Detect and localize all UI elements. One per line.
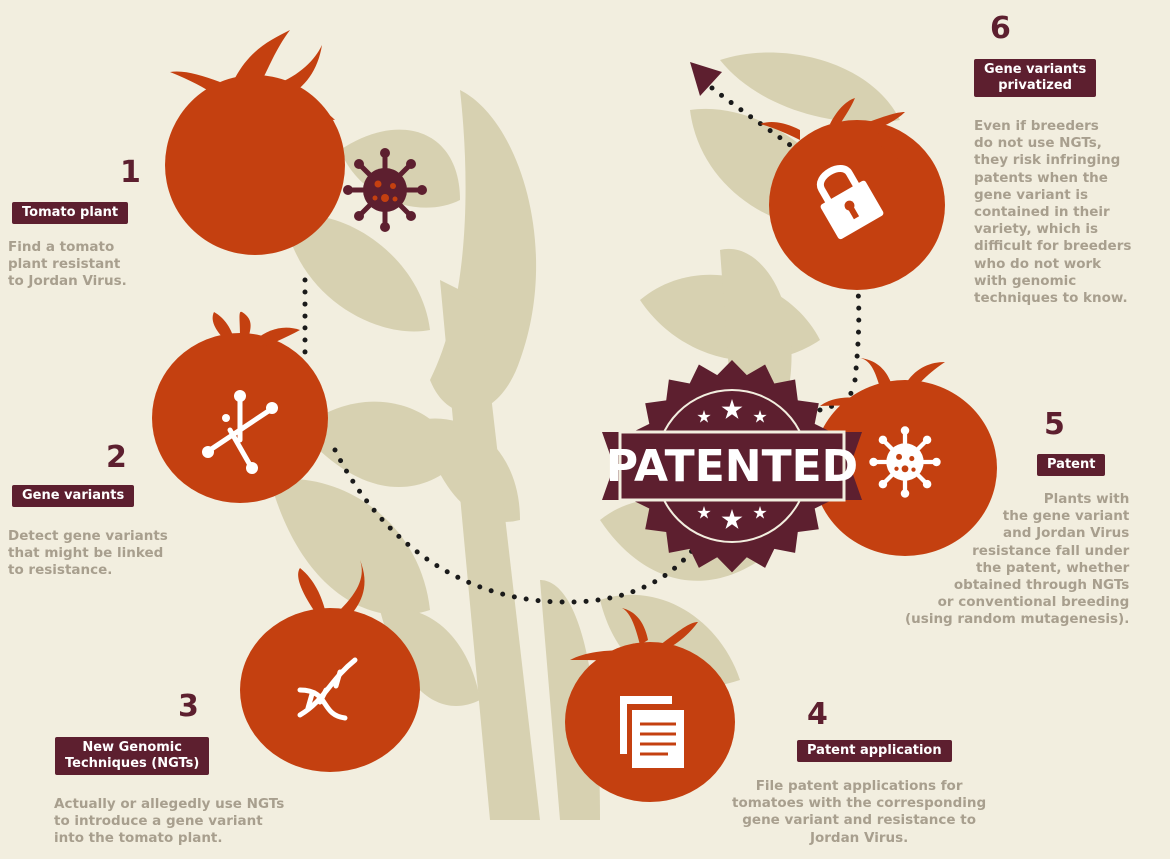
tomato-2 xyxy=(152,311,328,503)
step-1-description: Find a tomato plant resistant to Jordan … xyxy=(8,239,127,290)
step-6-description: Even if breeders do not use NGTs, they r… xyxy=(974,118,1132,307)
dna-icon xyxy=(297,657,358,721)
padlock-icon xyxy=(816,165,884,240)
step-4-label: Patent application xyxy=(797,740,952,762)
step-5-description: Plants with the gene variant and Jordan … xyxy=(905,491,1130,628)
seal-text: PATENTED xyxy=(606,441,858,492)
step-1-label: Tomato plant xyxy=(12,202,129,224)
step-6-number: 6 xyxy=(990,11,1011,46)
step-5-label: Patent xyxy=(1037,454,1106,476)
step-3-number: 3 xyxy=(178,689,199,724)
step-3-description: Actually or allegedly use NGTs to introd… xyxy=(54,796,285,847)
step-4-number: 4 xyxy=(807,697,828,732)
step-2-label: Gene variants xyxy=(12,485,135,507)
virus-icon xyxy=(343,148,427,232)
step-4-description: File patent applications for tomatoes wi… xyxy=(732,778,987,846)
tomato-4 xyxy=(565,608,735,802)
step-5-number: 5 xyxy=(1044,407,1065,442)
star-icon xyxy=(697,399,767,529)
tomato-5 xyxy=(813,358,997,556)
step-1-number: 1 xyxy=(120,155,141,190)
patented-seal: PATENTED xyxy=(602,360,862,573)
virus-icon xyxy=(869,426,941,498)
step-6-label: Gene variants privatized xyxy=(974,59,1097,97)
tomato-6 xyxy=(760,98,945,290)
molecule-icon xyxy=(202,390,278,474)
arrow-head-icon xyxy=(690,62,722,96)
tomato-1 xyxy=(165,30,427,255)
tomato-3 xyxy=(240,560,420,772)
step-3-label: New Genomic Techniques (NGTs) xyxy=(55,737,210,775)
documents-icon xyxy=(620,696,684,768)
step-2-description: Detect gene variants that might be linke… xyxy=(8,528,168,579)
step-2-number: 2 xyxy=(106,440,127,475)
